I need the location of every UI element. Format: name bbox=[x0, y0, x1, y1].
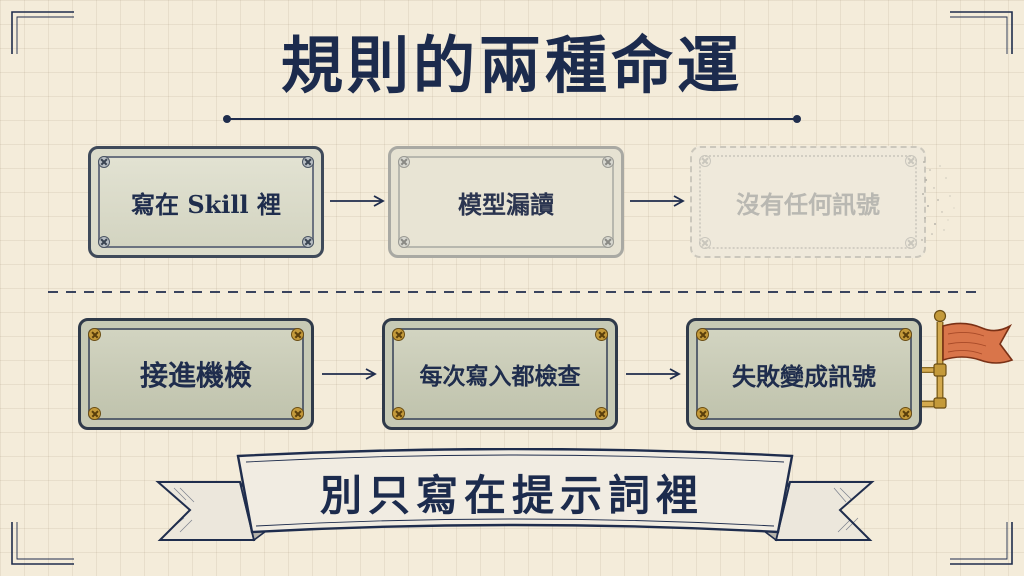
step-label: 沒有任何訊號 bbox=[736, 189, 880, 219]
step-label: 接進機檢 bbox=[139, 359, 252, 392]
arrow-right-icon bbox=[630, 195, 685, 207]
arrow-right-icon bbox=[330, 195, 385, 207]
step-plate-model-misses: 模型漏讀 bbox=[388, 146, 624, 258]
screw-icon bbox=[899, 328, 912, 341]
step-label: 寫在 Skill 裡 bbox=[130, 189, 282, 219]
step-plate-connect-checker: 接進機檢 bbox=[78, 318, 314, 430]
screw-icon bbox=[899, 407, 912, 420]
screw-icon bbox=[291, 328, 304, 341]
screw-icon bbox=[291, 407, 304, 420]
title-underline bbox=[223, 115, 801, 123]
step-plate-write-in-skill: 寫在 Skill 裡 bbox=[88, 146, 324, 258]
screw-icon bbox=[905, 237, 917, 249]
screw-icon bbox=[392, 328, 405, 341]
screw-icon bbox=[905, 155, 917, 167]
screw-icon bbox=[88, 407, 101, 420]
screw-icon bbox=[98, 156, 110, 168]
screw-icon bbox=[602, 156, 614, 168]
flag-icon bbox=[922, 309, 1014, 409]
corner-ornament-bottom-left bbox=[11, 522, 74, 565]
corner-ornament-top-left bbox=[11, 11, 74, 54]
section-divider bbox=[48, 291, 976, 293]
arrow-right-icon bbox=[322, 368, 377, 380]
step-plate-failure-signal: 失敗變成訊號 bbox=[686, 318, 922, 430]
screw-icon bbox=[302, 236, 314, 248]
step-plate-no-signal: 沒有任何訊號 bbox=[690, 146, 926, 258]
step-label: 模型漏讀 bbox=[458, 189, 554, 219]
corner-ornament-top-right bbox=[950, 11, 1013, 54]
page-title: 規則的兩種命運 bbox=[280, 29, 743, 102]
step-label: 失敗變成訊號 bbox=[732, 361, 876, 391]
screw-icon bbox=[699, 237, 711, 249]
arrow-right-icon bbox=[626, 368, 681, 380]
screw-icon bbox=[595, 328, 608, 341]
screw-icon bbox=[696, 407, 709, 420]
screw-icon bbox=[699, 155, 711, 167]
screw-icon bbox=[392, 407, 405, 420]
fading-dust-decoration bbox=[921, 161, 955, 241]
screw-icon bbox=[98, 236, 110, 248]
ribbon-banner bbox=[155, 448, 875, 542]
step-label: 每次寫入都檢查 bbox=[419, 363, 581, 390]
screw-icon bbox=[88, 328, 101, 341]
screw-icon bbox=[302, 156, 314, 168]
screw-icon bbox=[398, 236, 410, 248]
screw-icon bbox=[696, 328, 709, 341]
screw-icon bbox=[595, 407, 608, 420]
banner-text: 別只寫在提示詞裡 bbox=[319, 471, 704, 520]
screw-icon bbox=[602, 236, 614, 248]
screw-icon bbox=[398, 156, 410, 168]
corner-ornament-bottom-right bbox=[950, 522, 1013, 565]
step-plate-check-every-write: 每次寫入都檢查 bbox=[382, 318, 618, 430]
